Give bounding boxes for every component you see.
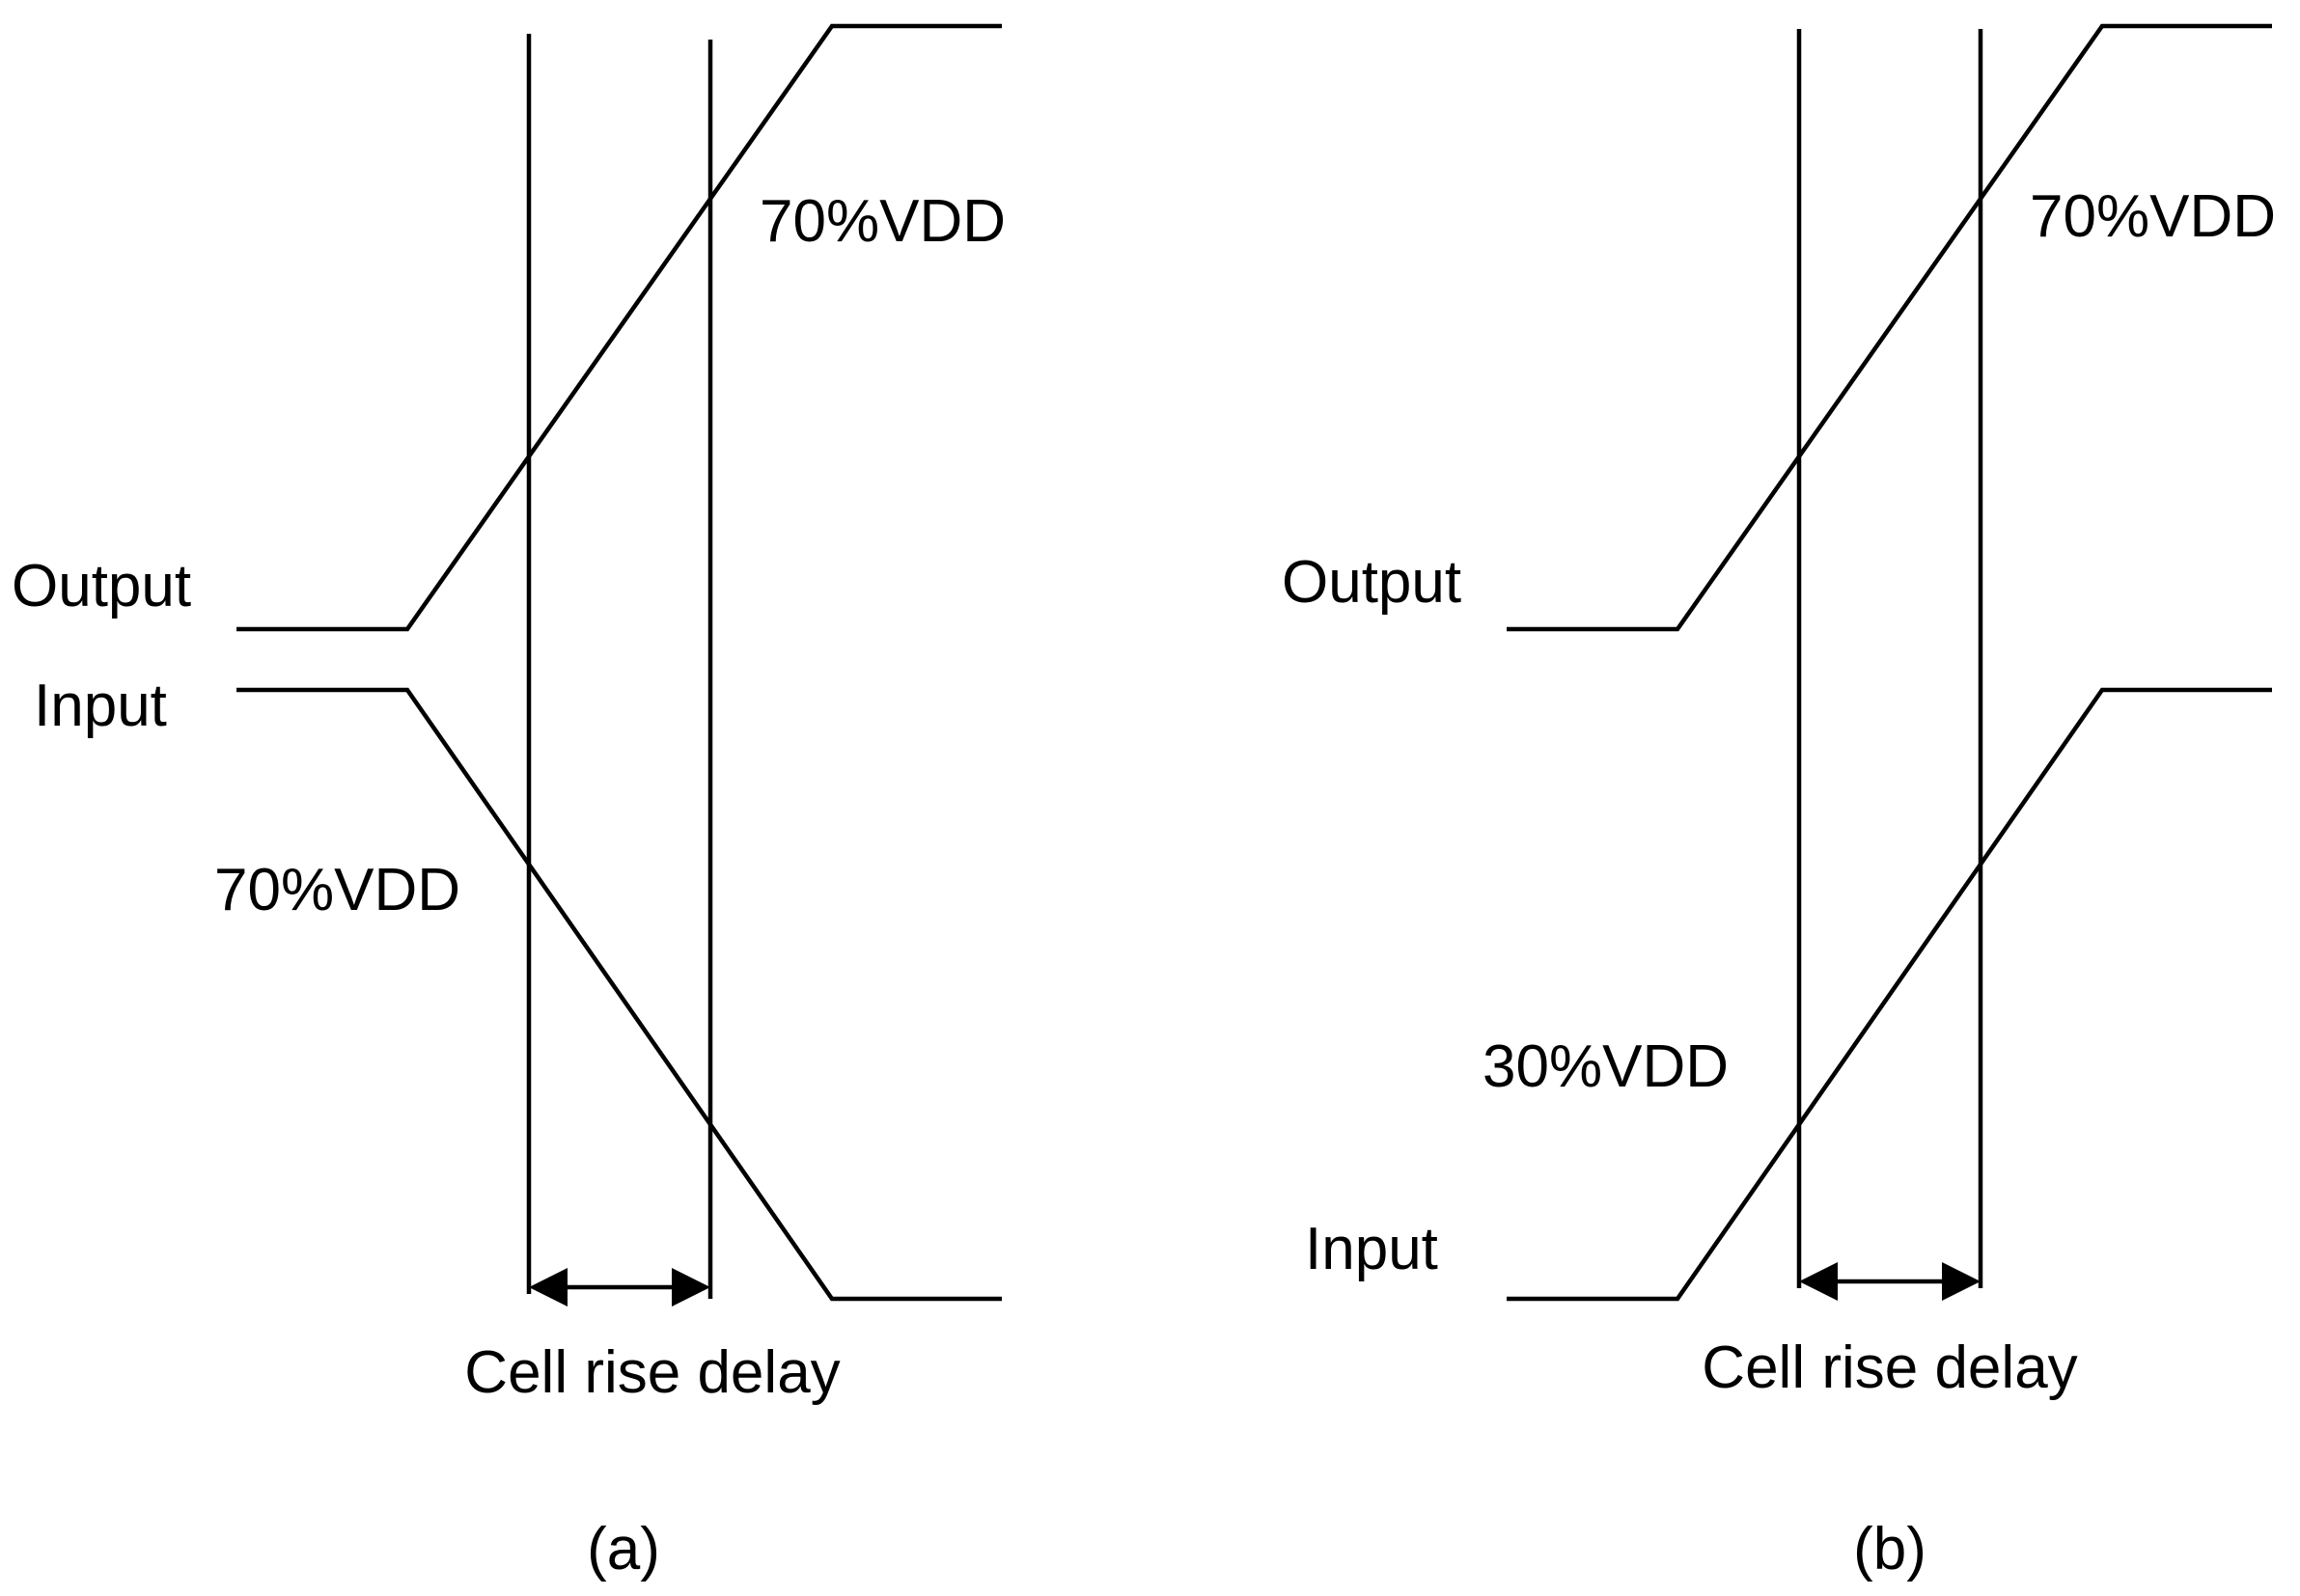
panel-a-caption: (a) — [587, 1516, 660, 1582]
panel-a-output-waveform — [236, 23, 1002, 632]
panel-a-output-threshold-label: 70%VDD — [760, 188, 1006, 255]
panel-b-output-waveform — [1507, 23, 2272, 632]
panel-a-input-waveform — [236, 687, 1002, 1302]
panel-b-delay-arrow — [1799, 1262, 1981, 1301]
panel-b-input-threshold-label: 30%VDD — [1483, 1033, 1729, 1100]
panel-a-delay-label: Cell rise delay — [464, 1339, 840, 1406]
panel-a-output-label: Output — [12, 553, 191, 619]
panel-b-caption: (b) — [1853, 1516, 1926, 1582]
panel-a-input-threshold-label: 70%VDD — [214, 857, 460, 923]
panel-a: Output Input 70%VDD 70%VDD Cell rise del… — [12, 23, 1006, 1582]
panel-b-output-threshold-label: 70%VDD — [2030, 183, 2276, 250]
panel-b-input-waveform — [1507, 687, 2272, 1302]
panel-b-output-label: Output — [1282, 549, 1461, 616]
panel-b: Output Input 70%VDD 30%VDD Cell rise del… — [1282, 23, 2276, 1582]
panel-b-input-label: Input — [1305, 1216, 1438, 1282]
panel-a-delay-arrow — [529, 1268, 710, 1307]
panel-a-input-label: Input — [34, 673, 167, 739]
panel-b-delay-label: Cell rise delay — [1702, 1335, 2077, 1401]
